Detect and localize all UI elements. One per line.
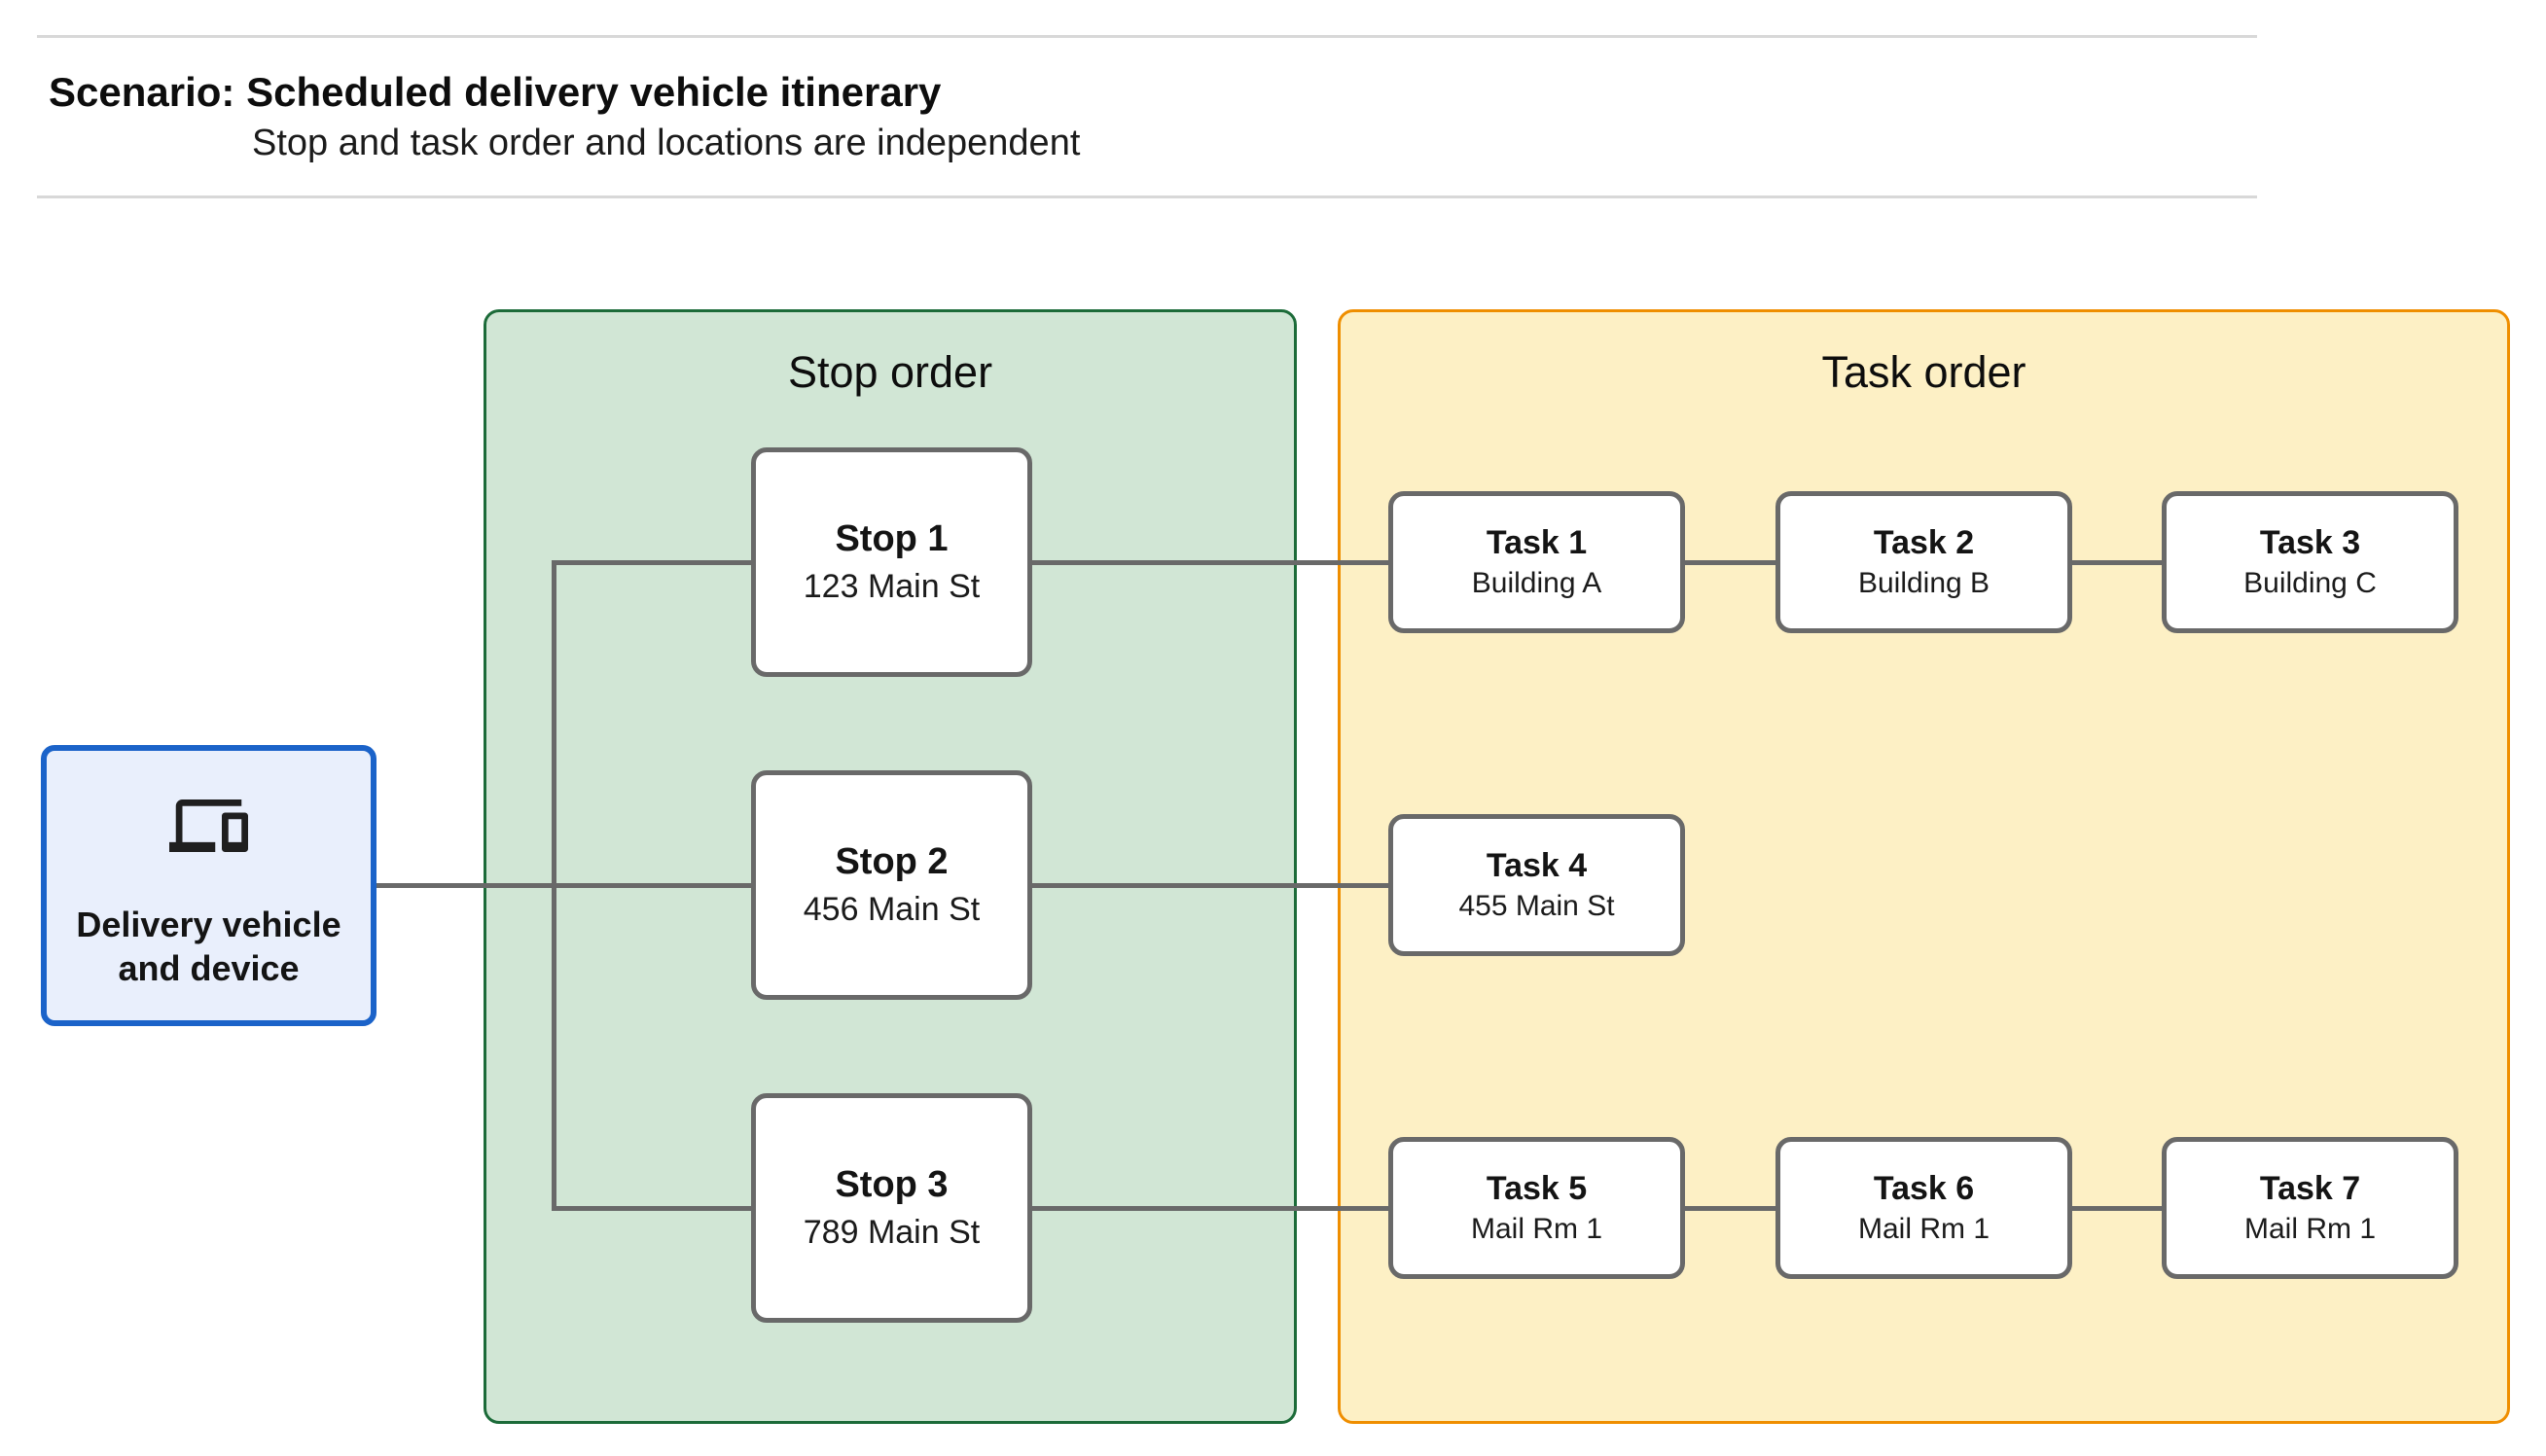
task-3-location: Building C <box>2243 567 2377 600</box>
divider-bottom <box>37 195 2257 198</box>
divider-top <box>37 35 2257 38</box>
task-3-title: Task 3 <box>2259 523 2361 561</box>
stop-2-title: Stop 2 <box>835 840 949 882</box>
task-5-node: Task 5 Mail Rm 1 <box>1388 1137 1685 1279</box>
task-4-title: Task 4 <box>1486 846 1588 884</box>
task-order-panel-title: Task order <box>1821 347 2026 397</box>
stop-1-node: Stop 1 123 Main St <box>751 447 1032 677</box>
task-4-node: Task 4 455 Main St <box>1388 814 1685 956</box>
stop-1-address: 123 Main St <box>803 568 981 606</box>
connector-stop2-task4 <box>1032 883 1388 888</box>
connector-branch-stop1 <box>552 560 751 565</box>
task-7-location: Mail Rm 1 <box>2243 1213 2376 1246</box>
stop-2-address: 456 Main St <box>803 891 981 929</box>
task-2-title: Task 2 <box>1873 523 1975 561</box>
stop-1-title: Stop 1 <box>835 517 949 559</box>
connector-stop3-task5 <box>1032 1206 1388 1211</box>
task-2-location: Building B <box>1857 567 1990 600</box>
task-1-node: Task 1 Building A <box>1388 491 1685 633</box>
connector-task1-task2 <box>1685 560 1775 565</box>
task-4-location: 455 Main St <box>1458 890 1615 923</box>
task-1-title: Task 1 <box>1486 523 1588 561</box>
task-1-location: Building A <box>1471 567 1602 600</box>
connector-vehicle-to-stops <box>375 883 751 888</box>
task-5-title: Task 5 <box>1486 1169 1588 1207</box>
task-6-location: Mail Rm 1 <box>1857 1213 1990 1246</box>
delivery-vehicle-label: Delivery vehicle and device <box>76 905 341 989</box>
task-7-node: Task 7 Mail Rm 1 <box>2162 1137 2458 1279</box>
connector-stop1-task1 <box>1032 560 1388 565</box>
page-title: Scenario: Scheduled delivery vehicle iti… <box>49 69 942 115</box>
stop-order-panel-title: Stop order <box>787 347 993 397</box>
page-subtitle: Stop and task order and locations are in… <box>252 123 1081 163</box>
task-3-node: Task 3 Building C <box>2162 491 2458 633</box>
devices-icon <box>169 799 248 852</box>
connector-task6-task7 <box>2072 1206 2162 1211</box>
stop-3-node: Stop 3 789 Main St <box>751 1093 1032 1323</box>
task-7-title: Task 7 <box>2259 1169 2361 1207</box>
task-2-node: Task 2 Building B <box>1775 491 2072 633</box>
connector-branch-stop3 <box>552 1206 751 1211</box>
stop-3-title: Stop 3 <box>835 1163 949 1205</box>
task-6-node: Task 6 Mail Rm 1 <box>1775 1137 2072 1279</box>
connector-task2-task3 <box>2072 560 2162 565</box>
stop-2-node: Stop 2 456 Main St <box>751 770 1032 1000</box>
delivery-vehicle-node: Delivery vehicle and device <box>41 745 377 1026</box>
task-6-title: Task 6 <box>1873 1169 1975 1207</box>
task-5-location: Mail Rm 1 <box>1470 1213 1602 1246</box>
connector-trunk-vertical <box>552 560 556 1211</box>
connector-task5-task6 <box>1685 1206 1775 1211</box>
stop-3-address: 789 Main St <box>803 1214 981 1252</box>
